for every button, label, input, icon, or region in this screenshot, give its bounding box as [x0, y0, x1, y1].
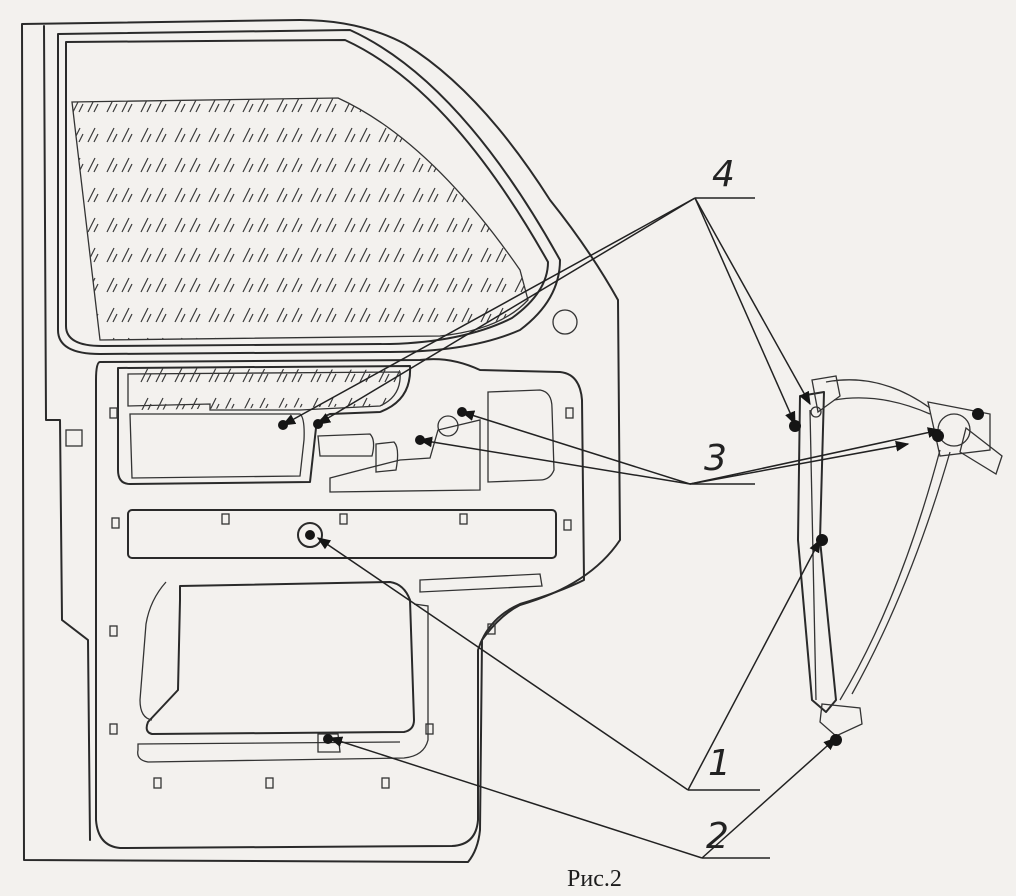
door-panel: [21, 19, 621, 863]
callout-4: 4: [712, 154, 735, 195]
callout-2: 2: [706, 816, 729, 857]
callout-3: 3: [704, 438, 727, 479]
callout-1: 1: [708, 743, 731, 784]
window-regulator: [797, 375, 1003, 737]
figure-caption: Рис.2: [567, 866, 622, 892]
leader-lines: [281, 197, 942, 859]
fastener-points: [278, 407, 984, 746]
